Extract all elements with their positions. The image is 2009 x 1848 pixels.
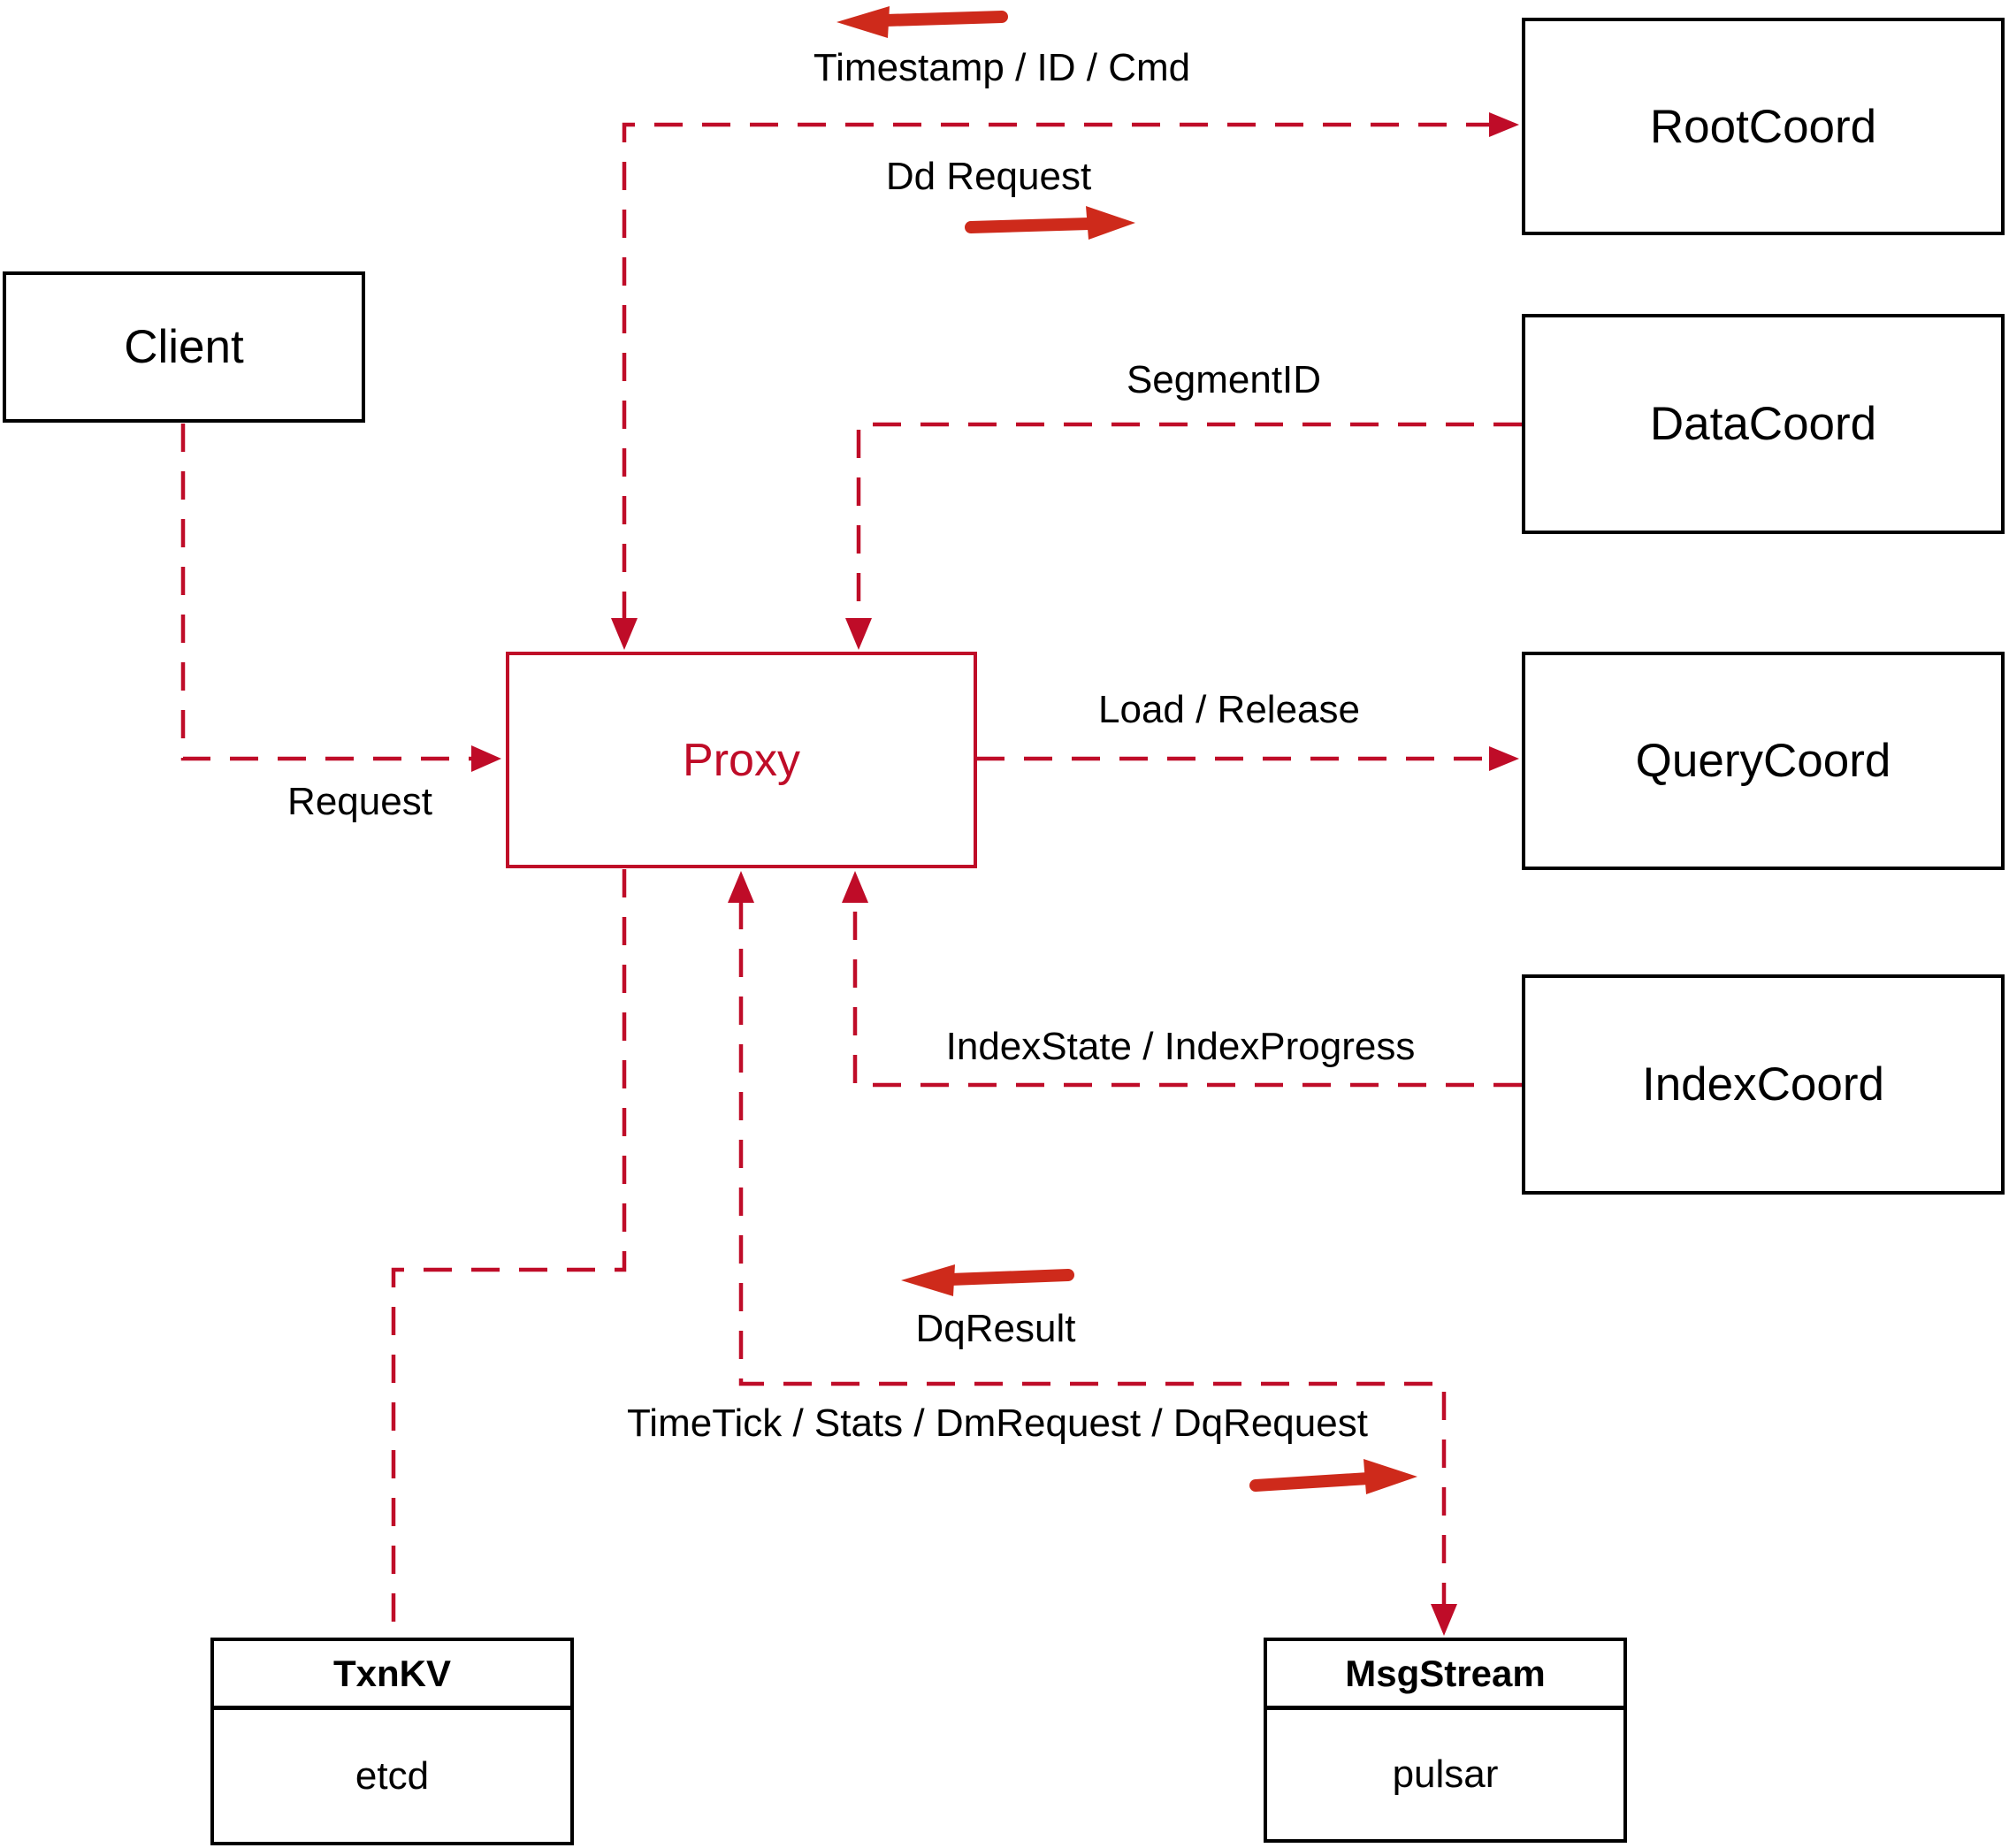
edge-label-dd-request: Dd Request xyxy=(885,155,1092,198)
arrow-ddrequest-right-icon xyxy=(965,218,1096,233)
node-client: Client xyxy=(3,271,365,423)
arrowhead-into-querycoord-icon xyxy=(1489,746,1519,771)
arrowhead-into-proxy-top-left-icon xyxy=(611,618,638,650)
edge-proxy-rootcoord xyxy=(622,122,1491,620)
edge-datacoord-proxy xyxy=(856,422,1522,620)
arrow-timestamp-left-head-icon xyxy=(836,6,890,38)
node-txnkv-impl: etcd xyxy=(355,1753,430,1798)
edge-proxy-msgstream xyxy=(738,901,1447,1606)
arrow-timestamp-left-icon xyxy=(880,11,1008,27)
edge-label-dq-result: DqResult xyxy=(915,1307,1076,1350)
node-proxy-label: Proxy xyxy=(683,734,800,786)
edge-label-segment-id: SegmentID xyxy=(1126,358,1322,401)
arrowhead-into-rootcoord-icon xyxy=(1489,112,1519,137)
node-proxy: Proxy xyxy=(506,652,977,868)
node-indexcoord-label: IndexCoord xyxy=(1641,1058,1884,1111)
arrowhead-into-proxy-left-icon xyxy=(471,745,501,772)
edge-client-proxy xyxy=(180,424,473,761)
arrow-timetick-right-head-icon xyxy=(1364,1459,1417,1494)
edge-label-index-state-progress: IndexState / IndexProgress xyxy=(945,1025,1416,1068)
arrowhead-into-msgstream-icon xyxy=(1431,1604,1457,1636)
node-indexcoord: IndexCoord xyxy=(1522,974,2005,1195)
edge-indexcoord-proxy xyxy=(852,901,1522,1088)
node-rootcoord: RootCoord xyxy=(1522,18,2005,235)
node-msgstream-impl: pulsar xyxy=(1392,1753,1499,1796)
edge-label-load-release: Load / Release xyxy=(1098,688,1360,731)
edge-label-request: Request xyxy=(287,780,432,823)
node-msgstream-title: MsgStream xyxy=(1267,1641,1623,1710)
arrow-timetick-right-icon xyxy=(1249,1472,1375,1492)
node-rootcoord-label: RootCoord xyxy=(1649,100,1877,153)
node-datacoord: DataCoord xyxy=(1522,314,2005,534)
arrowhead-into-proxy-bottom-left-icon xyxy=(728,871,754,903)
node-client-label: Client xyxy=(124,321,244,373)
edge-label-timetick-stats: TimeTick / Stats / DmRequest / DqRequest xyxy=(627,1401,1368,1445)
node-txnkv-title: TxnKV xyxy=(214,1641,570,1710)
node-txnkv: TxnKV etcd xyxy=(210,1638,574,1845)
edge-proxy-txnkv xyxy=(391,869,627,1636)
arrow-dqresult-left-icon xyxy=(944,1269,1074,1286)
node-querycoord: QueryCoord xyxy=(1522,652,2005,870)
arrowhead-into-proxy-bottom-right-icon xyxy=(842,871,868,903)
node-querycoord-label: QueryCoord xyxy=(1635,735,1891,787)
node-datacoord-label: DataCoord xyxy=(1649,398,1877,450)
arrowhead-into-proxy-top-right-icon xyxy=(845,618,872,650)
arrow-ddrequest-right-head-icon xyxy=(1086,206,1135,240)
edge-label-timestamp-id-cmd: Timestamp / ID / Cmd xyxy=(813,46,1191,89)
node-msgstream: MsgStream pulsar xyxy=(1264,1638,1627,1843)
arrow-dqresult-left-head-icon xyxy=(901,1264,955,1296)
